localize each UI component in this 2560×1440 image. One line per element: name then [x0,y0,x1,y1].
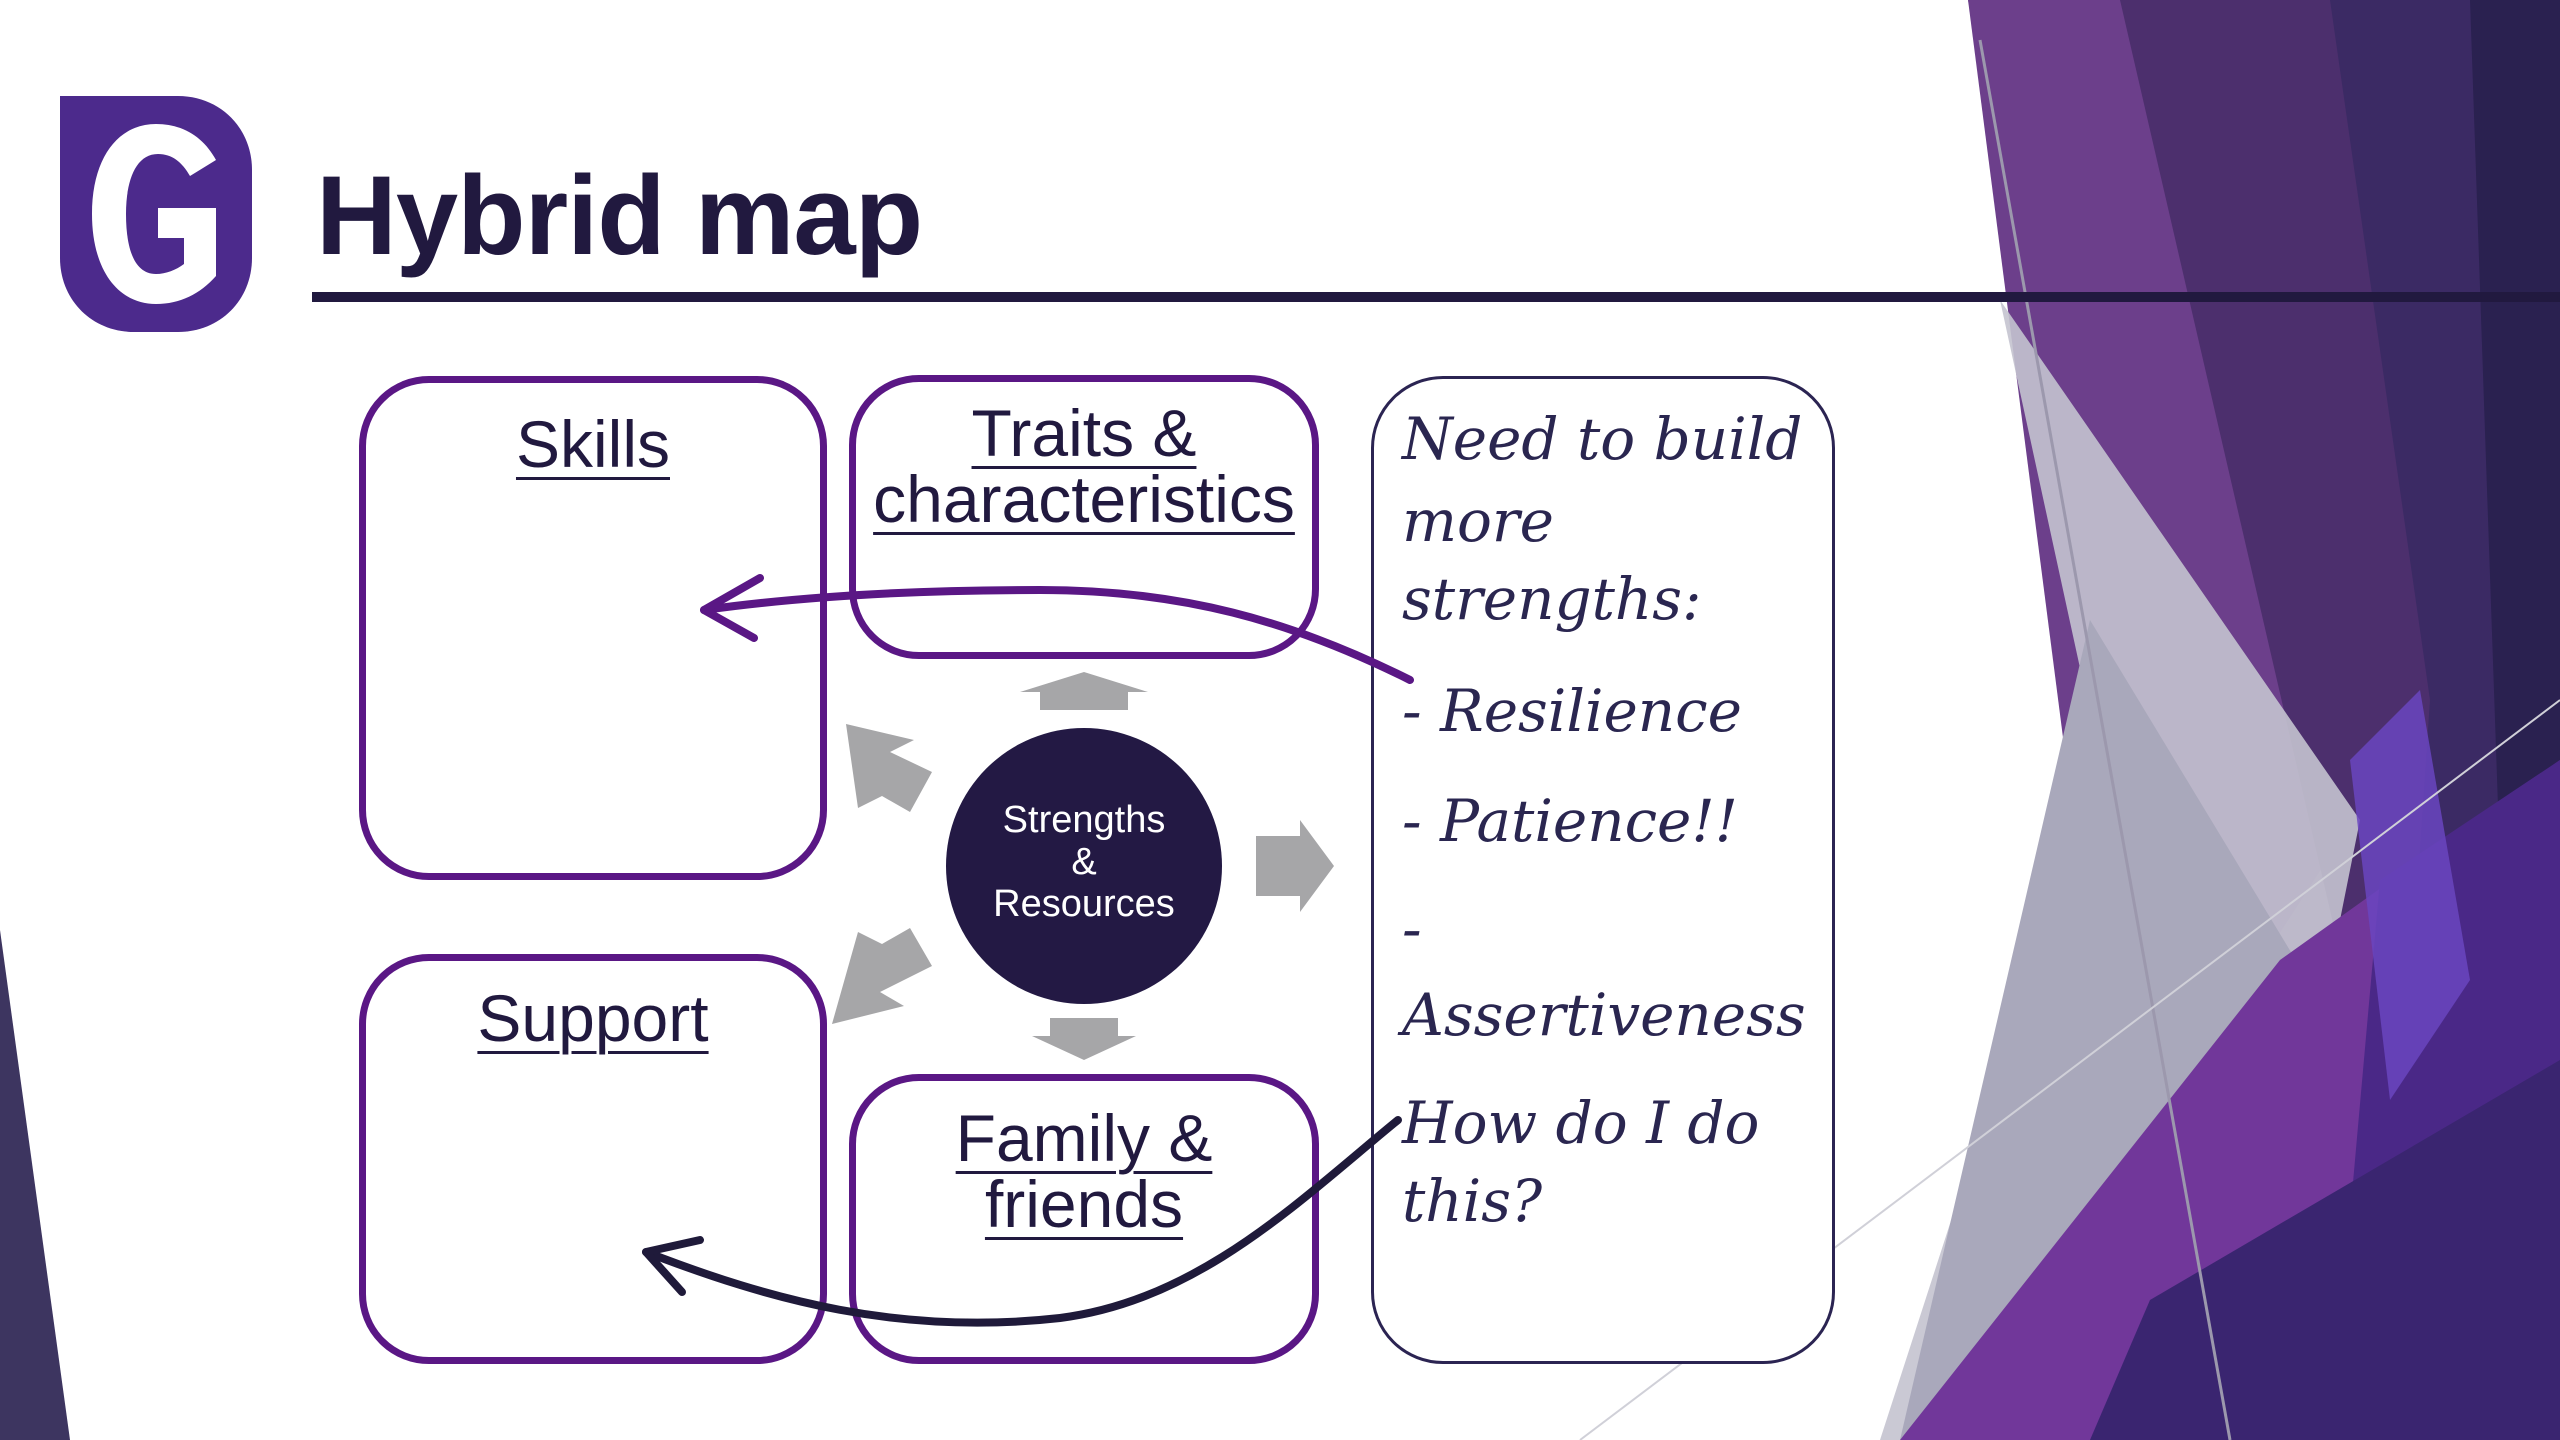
title-underline [312,292,2560,302]
note-line7: Assertiveness [1402,981,1806,1049]
note-line4: - Resilience [1402,677,1742,745]
family-label-line1: Family & [955,1101,1213,1175]
skills-label: Skills [515,407,670,481]
note-line9: this? [1402,1167,1543,1235]
support-box: Support [359,954,827,1364]
logo-g-icon [60,96,252,332]
skills-box: Skills [359,376,827,880]
center-line1: Strengths [1002,799,1166,841]
center-line3: Resources [993,882,1175,925]
note-line3: strengths: [1402,565,1702,633]
note-line5: - Patience!! [1402,787,1738,855]
strengths-resources-circle: Strengths & Resources [946,728,1222,1004]
slide-title: Hybrid map [316,153,923,278]
traits-label-line2: characteristics [873,462,1295,536]
support-label: Support [477,981,709,1055]
notes-panel [1371,376,1835,1364]
family-box: Family & friends [849,1074,1319,1364]
note-line2: more [1402,487,1554,555]
family-label-line2: friends [984,1167,1184,1241]
traits-label-line1: Traits & [971,396,1197,470]
note-line1: Need to build [1402,405,1803,473]
traits-box: Traits & characteristics [849,375,1319,659]
note-line8: How do I do [1402,1089,1760,1157]
center-line2: & [1071,840,1097,883]
note-line6: - [1402,895,1422,963]
